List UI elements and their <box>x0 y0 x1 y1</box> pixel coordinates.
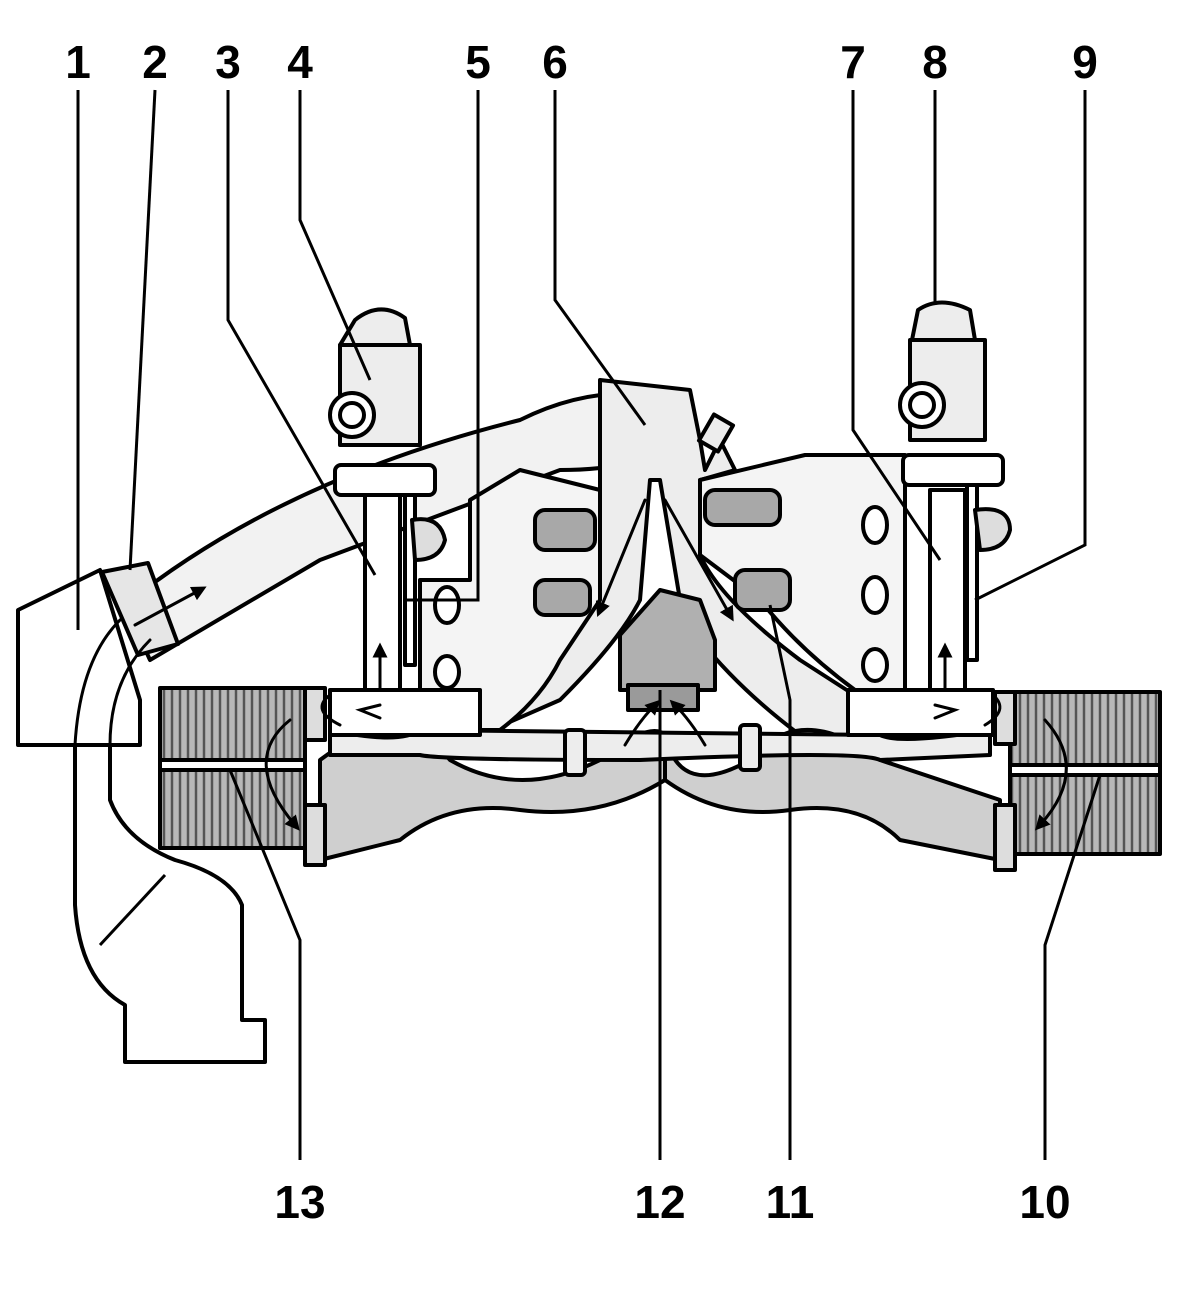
leader-9 <box>974 90 1087 602</box>
callout-3: 3 <box>215 36 241 88</box>
leader-6 <box>553 90 647 426</box>
callout-8: 8 <box>922 36 948 88</box>
central-valve <box>618 588 717 712</box>
leader-4 <box>298 90 372 381</box>
callout-5: 5 <box>465 36 491 88</box>
leader-2 <box>128 89 157 571</box>
callout-1: 1 <box>65 36 91 88</box>
leader-7 <box>851 90 942 561</box>
sensor-right <box>738 723 762 772</box>
callout-13: 13 <box>274 1176 325 1228</box>
right-charge-air-cooler <box>993 690 1162 872</box>
leader-10 <box>1043 774 1102 1160</box>
flow-arrows <box>133 498 960 747</box>
callout-10: 10 <box>1019 1176 1070 1228</box>
callout-11: 11 <box>766 1176 815 1228</box>
callout-labels: 1 2 3 4 5 6 7 8 9 13 12 11 10 <box>65 36 1098 1228</box>
left-turbo-actuator <box>328 307 447 667</box>
callout-12: 12 <box>634 1176 685 1228</box>
left-cylinder-head <box>418 468 602 732</box>
left-charge-pipe <box>320 488 482 737</box>
left-charge-air-cooler <box>158 686 327 867</box>
callout-6: 6 <box>542 36 568 88</box>
sensor-left <box>563 728 587 777</box>
air-guide-duct <box>16 568 267 1064</box>
leader-5 <box>405 90 480 602</box>
callout-7: 7 <box>840 36 866 88</box>
callout-9: 9 <box>1072 36 1098 88</box>
leader-13 <box>228 769 302 1160</box>
right-turbo-actuator <box>898 300 1012 662</box>
leader-11 <box>768 604 792 1160</box>
callout-2: 2 <box>142 36 168 88</box>
leader-lines <box>76 89 1102 1160</box>
callout-4: 4 <box>287 36 313 88</box>
leader-3 <box>226 90 377 576</box>
